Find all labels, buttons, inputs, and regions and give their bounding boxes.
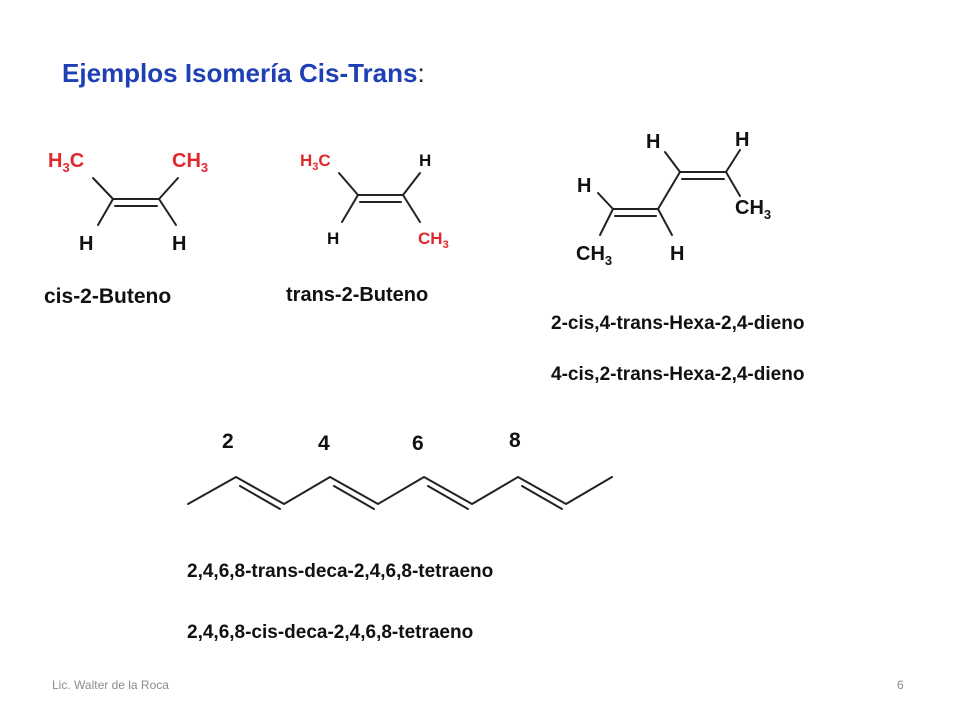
locant-label: 8	[509, 429, 521, 452]
hexadiene-h-top-left-label: H	[646, 131, 660, 153]
cis-butene-left-top-label: H3C	[48, 150, 84, 175]
footer-author: Lic. Walter de la Roca	[52, 678, 169, 692]
bond-line	[239, 485, 281, 510]
bond-line	[402, 194, 421, 223]
atom-symbol: C	[318, 151, 330, 170]
bond-line	[427, 485, 469, 510]
subscript: 3	[764, 207, 771, 222]
bond-line	[521, 485, 563, 510]
bond-line	[657, 208, 673, 236]
atom-symbol: H	[48, 150, 62, 172]
trans-2-butene-structure: H3C H H CH3	[300, 151, 449, 251]
bond-line	[158, 198, 177, 226]
chain-line	[187, 476, 613, 505]
tetraene-name-1: 2,4,6,8-trans-deca-2,4,6,8-tetraeno	[187, 561, 494, 582]
subscript: 3	[312, 161, 318, 173]
bond-line	[599, 208, 614, 236]
bond-line	[597, 192, 614, 210]
tetraene-name-2: 2,4,6,8-cis-deca-2,4,6,8-tetraeno	[187, 622, 474, 643]
tetraene-structure: 2 4 6 8	[187, 429, 613, 510]
cis-butene-right-bottom-label: H	[172, 233, 186, 255]
atom-symbol: CH	[418, 229, 443, 248]
title-text: Ejemplos Isomería Cis-Trans	[62, 58, 418, 88]
bond-line	[725, 149, 741, 173]
bond-line	[158, 177, 179, 200]
atom-symbol: H	[300, 151, 312, 170]
subscript: 3	[443, 239, 449, 251]
bond-line	[657, 171, 681, 210]
bond-line	[725, 171, 741, 197]
subscript: 3	[605, 253, 612, 268]
hexadiene-h-bottom-label: H	[670, 243, 684, 265]
bond-line	[402, 172, 421, 196]
trans-butene-right-top-label: H	[419, 151, 431, 170]
hexadiene-name-2: 4-cis,2-trans-Hexa-2,4-dieno	[551, 364, 805, 385]
atom-symbol: C	[70, 150, 84, 172]
cis-butene-left-bottom-label: H	[79, 233, 93, 255]
trans-2-butene-name: trans-2-Buteno	[286, 284, 429, 306]
bond-line	[333, 485, 375, 510]
cis-2-butene-name: cis-2-Buteno	[44, 285, 172, 308]
cis-butene-right-top-label: CH3	[172, 150, 208, 175]
hexadiene-bonds	[597, 149, 741, 236]
hexadiene-structure: H H H H CH3 CH3	[576, 129, 771, 268]
bond-line	[338, 172, 359, 196]
locant-label: 4	[318, 432, 330, 455]
slide-title: Ejemplos Isomería Cis-Trans:	[62, 58, 425, 89]
locant-label: 2	[222, 430, 234, 453]
bond-line	[341, 194, 359, 223]
subscript: 3	[201, 160, 208, 175]
trans-butene-right-bottom-label: CH3	[418, 229, 449, 251]
bond-line	[92, 177, 114, 200]
trans-butene-left-top-label: H3C	[300, 151, 331, 173]
hexadiene-h-top-right-label: H	[735, 129, 749, 151]
footer-page-number: 6	[897, 678, 904, 692]
locant-label: 6	[412, 432, 424, 455]
atom-symbol: CH	[735, 197, 764, 219]
trans-butene-bonds	[338, 172, 421, 223]
atom-symbol: CH	[576, 243, 605, 265]
bond-line	[664, 151, 681, 173]
trans-butene-left-bottom-label: H	[327, 229, 339, 248]
hexadiene-ch3-bottom-label: CH3	[576, 243, 612, 268]
hexadiene-h-left-label: H	[577, 175, 591, 197]
title-colon: :	[417, 58, 425, 88]
subscript: 3	[62, 160, 69, 175]
hexadiene-name-1: 2-cis,4-trans-Hexa-2,4-dieno	[551, 313, 805, 334]
cis-2-butene-structure: H3C CH3 H H	[48, 150, 208, 255]
bond-line	[97, 198, 114, 226]
hexadiene-ch3-right-label: CH3	[735, 197, 771, 222]
tetraene-chain	[187, 476, 613, 510]
atom-symbol: CH	[172, 150, 201, 172]
cis-butene-bonds	[92, 177, 179, 226]
